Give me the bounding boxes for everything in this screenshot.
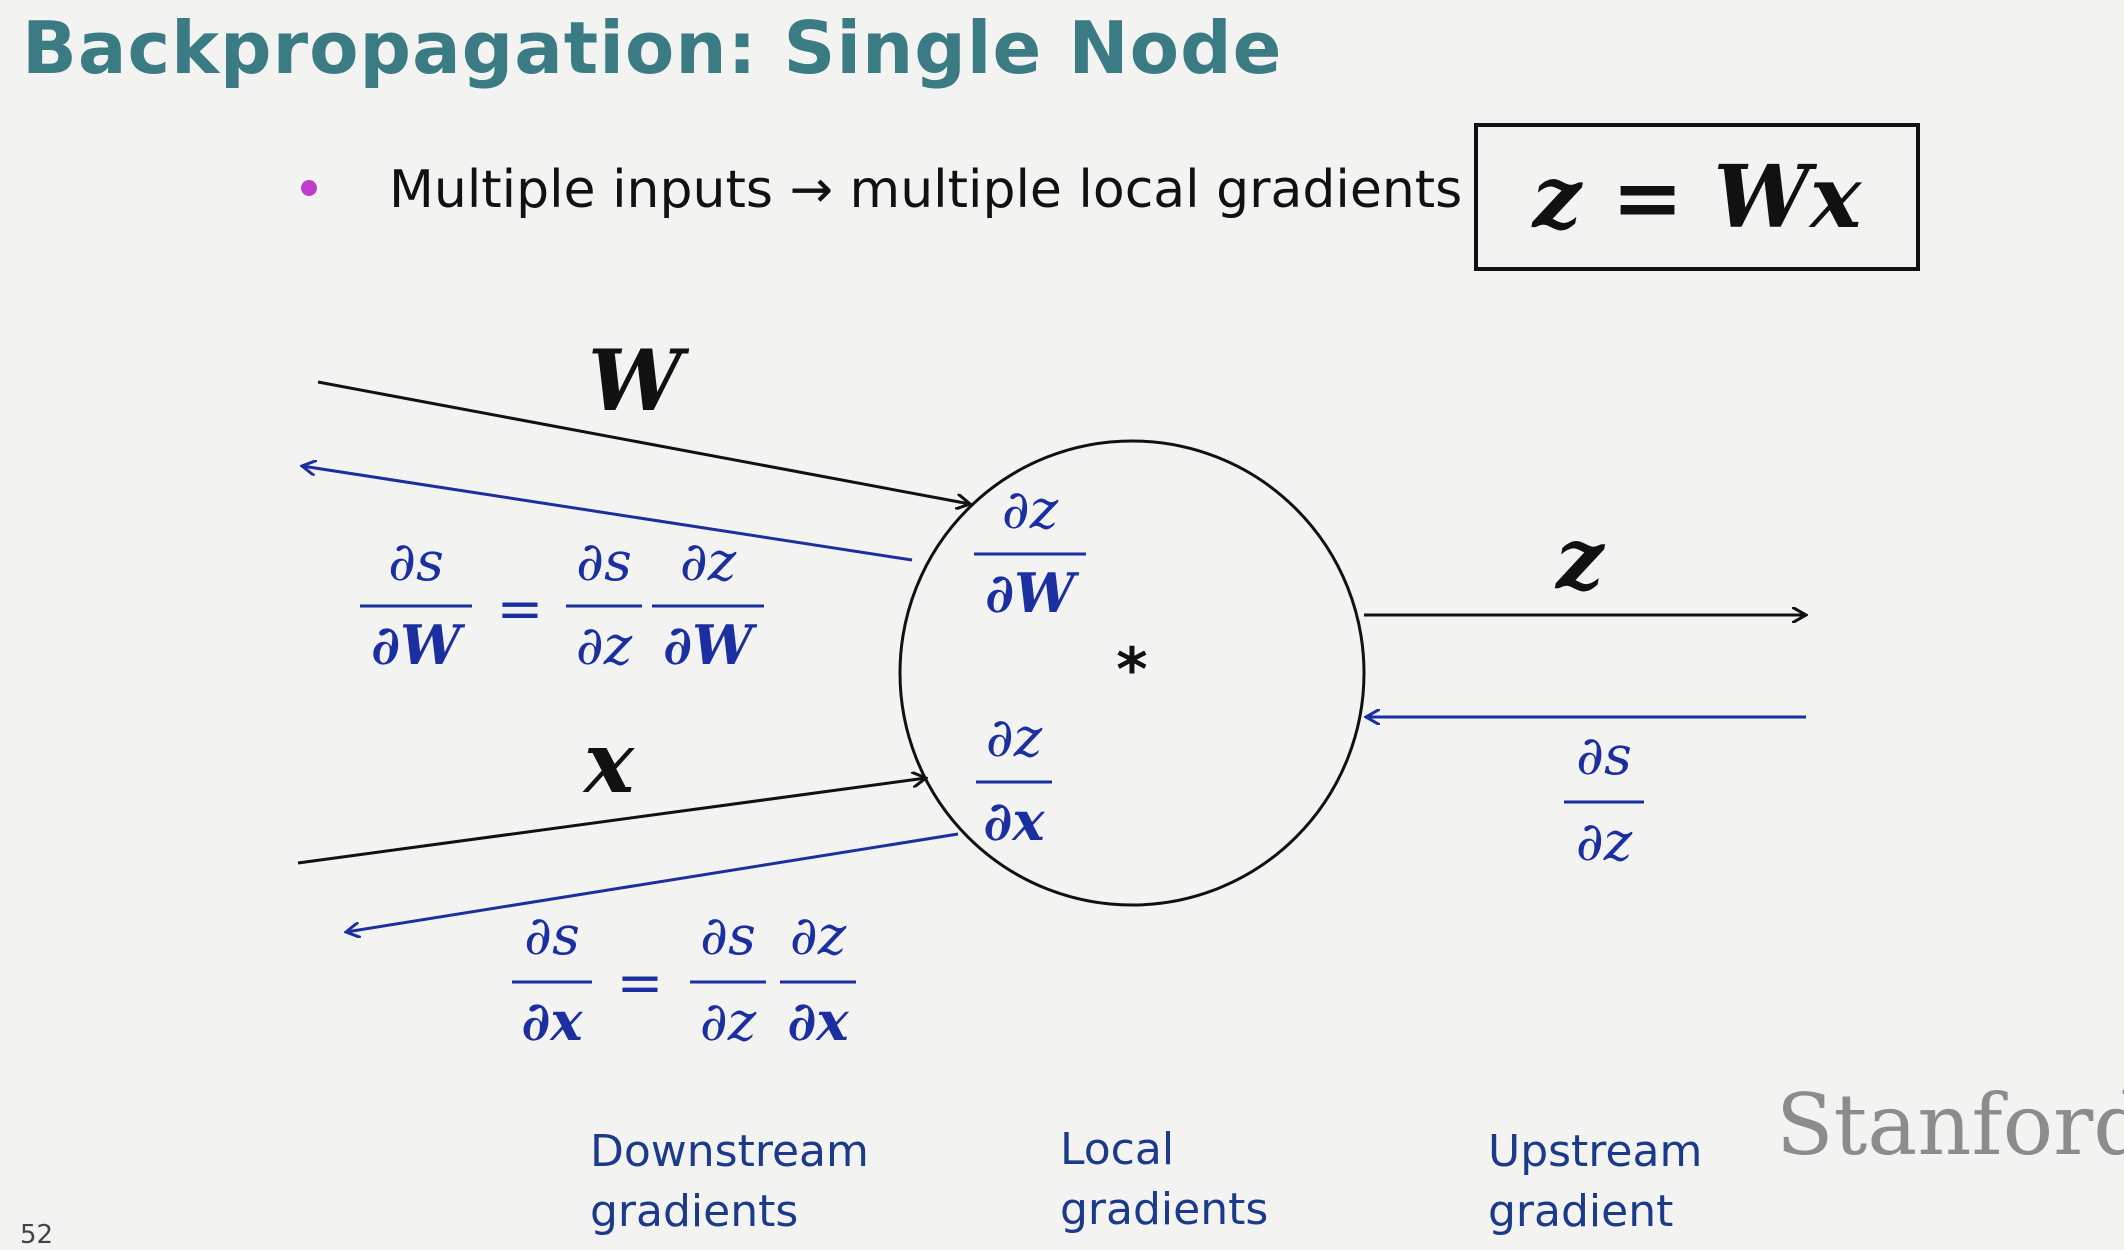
equation-box: z = Wx: [1474, 123, 1920, 271]
label-w: W: [588, 331, 690, 430]
label-downstream-line2: gradients: [590, 1186, 799, 1237]
label-upstream-line2: gradient: [1488, 1186, 1674, 1237]
down-w-lhs-num: ∂s: [388, 530, 444, 593]
label-x: x: [582, 713, 635, 812]
down-x-f2-den: ∂x: [787, 989, 849, 1053]
down-w-f2-den: ∂W: [663, 613, 758, 677]
down-x-f2-num: ∂z: [790, 904, 847, 967]
down-x-f1-den: ∂z: [700, 990, 757, 1053]
bullet-dot-icon: [301, 180, 317, 196]
label-upstream-gradient: Upstream gradient: [1488, 1122, 1702, 1242]
upstream-num: ∂s: [1576, 724, 1632, 787]
down-x-lhs-num: ∂s: [524, 904, 580, 967]
operator-multiply: *: [1116, 635, 1147, 705]
label-downstream-gradients: Downstream gradients: [590, 1122, 869, 1242]
upstream-den: ∂z: [1576, 810, 1633, 873]
down-w-equals: =: [497, 577, 544, 642]
label-local-line1: Local: [1060, 1124, 1175, 1175]
label-local-line2: gradients: [1060, 1184, 1269, 1235]
down-w-f1-num: ∂s: [576, 530, 632, 593]
edge-w-forward: [317, 380, 970, 504]
equation-text: z = Wx: [1532, 146, 1862, 248]
slide-number: 52: [20, 1220, 54, 1250]
label-local-gradients: Local gradients: [1060, 1120, 1268, 1240]
local-grad-x-den: ∂x: [983, 789, 1045, 853]
edge-x-backward: [346, 832, 959, 932]
down-w-f2-num: ∂z: [680, 530, 737, 593]
bullet-text: Multiple inputs → multiple local gradien…: [389, 160, 1463, 220]
local-grad-w-num: ∂z: [1002, 478, 1059, 541]
edge-w-backward: [302, 466, 913, 562]
down-x-equals: =: [617, 951, 664, 1016]
down-w-lhs-den: ∂W: [371, 613, 466, 677]
local-grad-x-num: ∂z: [986, 706, 1043, 769]
stanford-logo: Stanford: [1776, 1076, 2124, 1174]
down-x-f1-num: ∂s: [700, 904, 756, 967]
edge-x-forward: [297, 778, 926, 865]
node-circle: [898, 439, 1366, 907]
down-x-lhs-den: ∂x: [521, 989, 583, 1053]
label-downstream-line1: Downstream: [590, 1126, 869, 1177]
slide-title: Backpropagation: Single Node: [22, 6, 1283, 90]
label-z: z: [1554, 509, 1606, 608]
down-w-f1-den: ∂z: [576, 614, 633, 677]
local-grad-w-den: ∂W: [985, 561, 1080, 625]
label-upstream-line1: Upstream: [1488, 1126, 1703, 1177]
